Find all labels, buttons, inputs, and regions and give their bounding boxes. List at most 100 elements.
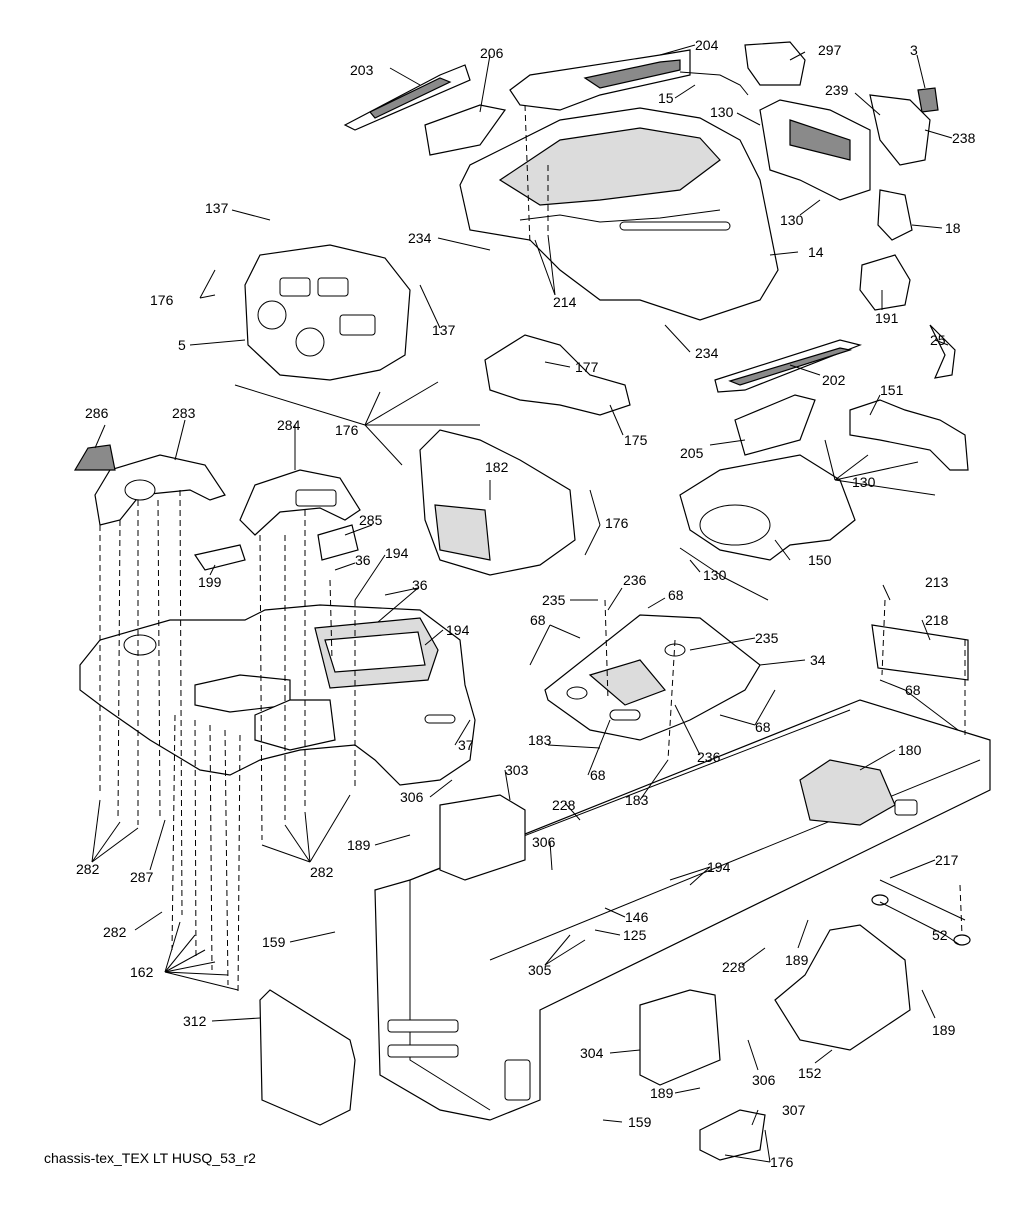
callout-label: 306	[400, 789, 424, 805]
callout-label: 37	[458, 737, 474, 753]
leader-lines	[91, 44, 961, 1163]
callout-label: 283	[172, 405, 196, 421]
callout-label: 14	[808, 244, 824, 260]
callout-label: 137	[205, 200, 229, 216]
callout-label: 15	[658, 90, 674, 106]
callout-label: 236	[697, 749, 721, 765]
body-37	[79, 604, 476, 786]
plate-34	[544, 614, 761, 741]
callout-label: 68	[530, 612, 546, 628]
callout-label: 285	[359, 512, 383, 528]
guard-152	[774, 924, 911, 1051]
callout-label: 189	[650, 1085, 674, 1101]
callout-label: 183	[625, 792, 649, 808]
callout-label: 282	[76, 861, 100, 877]
callout-label: 176	[770, 1154, 794, 1170]
console-front-182	[419, 429, 576, 576]
callout-label: 5	[178, 337, 186, 353]
plate-285	[317, 524, 359, 561]
callout-label: 130	[852, 474, 876, 490]
callout-label: 282	[103, 924, 127, 940]
frame	[374, 699, 991, 1121]
callout-label: 3	[910, 42, 918, 58]
callout-label: 205	[680, 445, 704, 461]
callout-label: 218	[925, 612, 949, 628]
callout-label: 204	[695, 37, 719, 53]
cover-205	[734, 394, 816, 456]
callout-label: 36	[355, 552, 371, 568]
callout-label: 137	[432, 322, 456, 338]
callout-label: 213	[925, 574, 949, 590]
callout-label: 297	[818, 42, 842, 58]
callout-label: 52	[932, 927, 948, 943]
callout-label: 151	[880, 382, 904, 398]
callout-label: 228	[722, 959, 746, 975]
callout-label: 303	[505, 762, 529, 778]
shield-303	[439, 794, 526, 881]
callout-label: 284	[277, 417, 301, 433]
fender-283	[94, 454, 226, 526]
steering-support	[484, 334, 631, 416]
callout-label: 239	[825, 82, 849, 98]
callout-labels: 203 206 204 297 3 15 239 130 238 137 234…	[76, 37, 976, 1170]
callout-label: 217	[935, 852, 959, 868]
callout-label: 203	[350, 62, 374, 78]
callout-label: 36	[412, 577, 428, 593]
callout-label: 159	[628, 1114, 652, 1130]
grille-202	[714, 339, 862, 393]
callout-label: 304	[580, 1045, 604, 1061]
panel-191	[859, 254, 911, 311]
callout-label: 236	[623, 572, 647, 588]
callout-label: 191	[875, 310, 899, 326]
callout-label: 287	[130, 869, 154, 885]
headlight-bracket	[759, 99, 871, 201]
callout-label: 306	[752, 1072, 776, 1088]
cap-297	[744, 41, 806, 86]
cover-312	[259, 989, 356, 1126]
callout-label: 177	[575, 359, 599, 375]
callout-label: 68	[668, 587, 684, 603]
callout-label: 189	[785, 952, 809, 968]
callout-label: 146	[625, 909, 649, 925]
callout-label: 282	[310, 864, 334, 880]
callout-label: 162	[130, 964, 154, 980]
callout-label: 194	[385, 545, 409, 561]
callout-label: 235	[755, 630, 779, 646]
callout-label: 235	[542, 592, 566, 608]
callout-label: 180	[898, 742, 922, 758]
hood-assembly	[459, 107, 779, 321]
callout-label: 234	[695, 345, 719, 361]
callout-label: 150	[808, 552, 832, 568]
diagram-caption: chassis-tex_TEX LT HUSQ_53_r2	[44, 1150, 256, 1166]
callout-label: 18	[945, 220, 961, 236]
assembly-dash-lines	[99, 104, 966, 996]
callout-label: 194	[446, 622, 470, 638]
callout-label: 206	[480, 45, 504, 61]
callout-label: 130	[703, 567, 727, 583]
callout-label: 34	[810, 652, 826, 668]
callout-label: 68	[755, 719, 771, 735]
cover-307	[699, 1109, 766, 1161]
callout-label: 176	[335, 422, 359, 438]
callout-label: 25	[930, 332, 946, 348]
tab-286	[73, 444, 116, 471]
plate-199	[194, 544, 246, 571]
callout-label: 214	[553, 294, 577, 310]
rod-217	[871, 879, 971, 946]
panel-238	[869, 94, 931, 166]
dash-housing-150	[679, 454, 856, 561]
callout-label: 175	[624, 432, 648, 448]
clip-3	[917, 87, 939, 113]
callout-label: 228	[552, 797, 576, 813]
callout-label: 238	[952, 130, 976, 146]
callout-label: 189	[347, 837, 371, 853]
callout-label: 68	[590, 767, 606, 783]
callout-label: 159	[262, 934, 286, 950]
callout-label: 176	[605, 515, 629, 531]
callout-label: 130	[780, 212, 804, 228]
callout-label: 152	[798, 1065, 822, 1081]
callout-label: 312	[183, 1013, 207, 1029]
callout-label: 68	[905, 682, 921, 698]
fender-284	[239, 469, 361, 536]
